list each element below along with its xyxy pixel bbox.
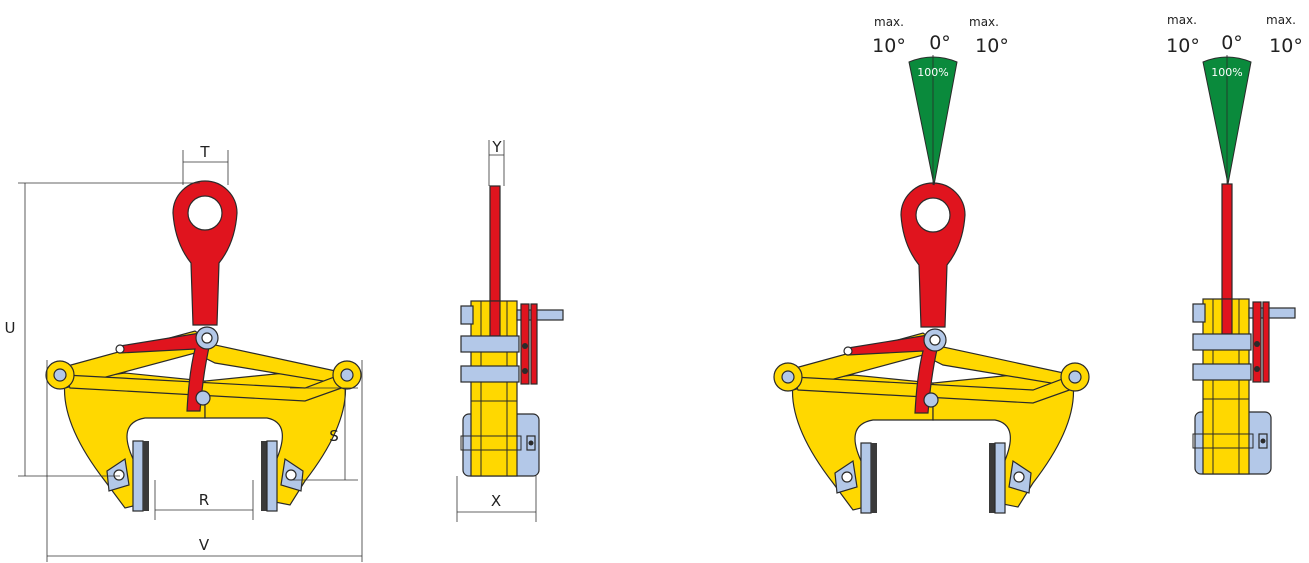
front-max-right: max. [969, 15, 999, 29]
front-deg-right: 10° [975, 35, 1009, 57]
dim-label-x: X [491, 492, 501, 510]
side-deg-center: 0° [1221, 32, 1243, 54]
front-percent: 100% [917, 66, 948, 79]
dim-label-t: T [199, 143, 210, 161]
side-max-right: max. [1266, 13, 1296, 27]
side-view-clamp [460, 185, 564, 477]
side-percent: 100% [1211, 66, 1242, 79]
dim-label-u: U [5, 319, 16, 337]
dim-label-v: V [199, 536, 210, 554]
side-deg-right: 10° [1269, 35, 1303, 57]
front-tilt-clamp [773, 182, 1090, 514]
side-tilt-cone [1202, 55, 1252, 185]
side-tilt-clamp [1192, 183, 1296, 475]
side-deg-left: 10° [1166, 35, 1200, 57]
front-tilt-cone [908, 55, 958, 186]
dim-label-r: R [199, 491, 209, 509]
side-dimension-lines [456, 140, 537, 522]
front-deg-center: 0° [929, 32, 951, 54]
front-max-left: max. [874, 15, 904, 29]
front-dimension-lines [18, 150, 363, 562]
front-deg-left: 10° [872, 35, 906, 57]
dim-label-s: S [329, 427, 339, 445]
front-view-clamp [45, 180, 362, 512]
dim-label-y: Y [491, 138, 502, 156]
side-max-left: max. [1167, 13, 1197, 27]
